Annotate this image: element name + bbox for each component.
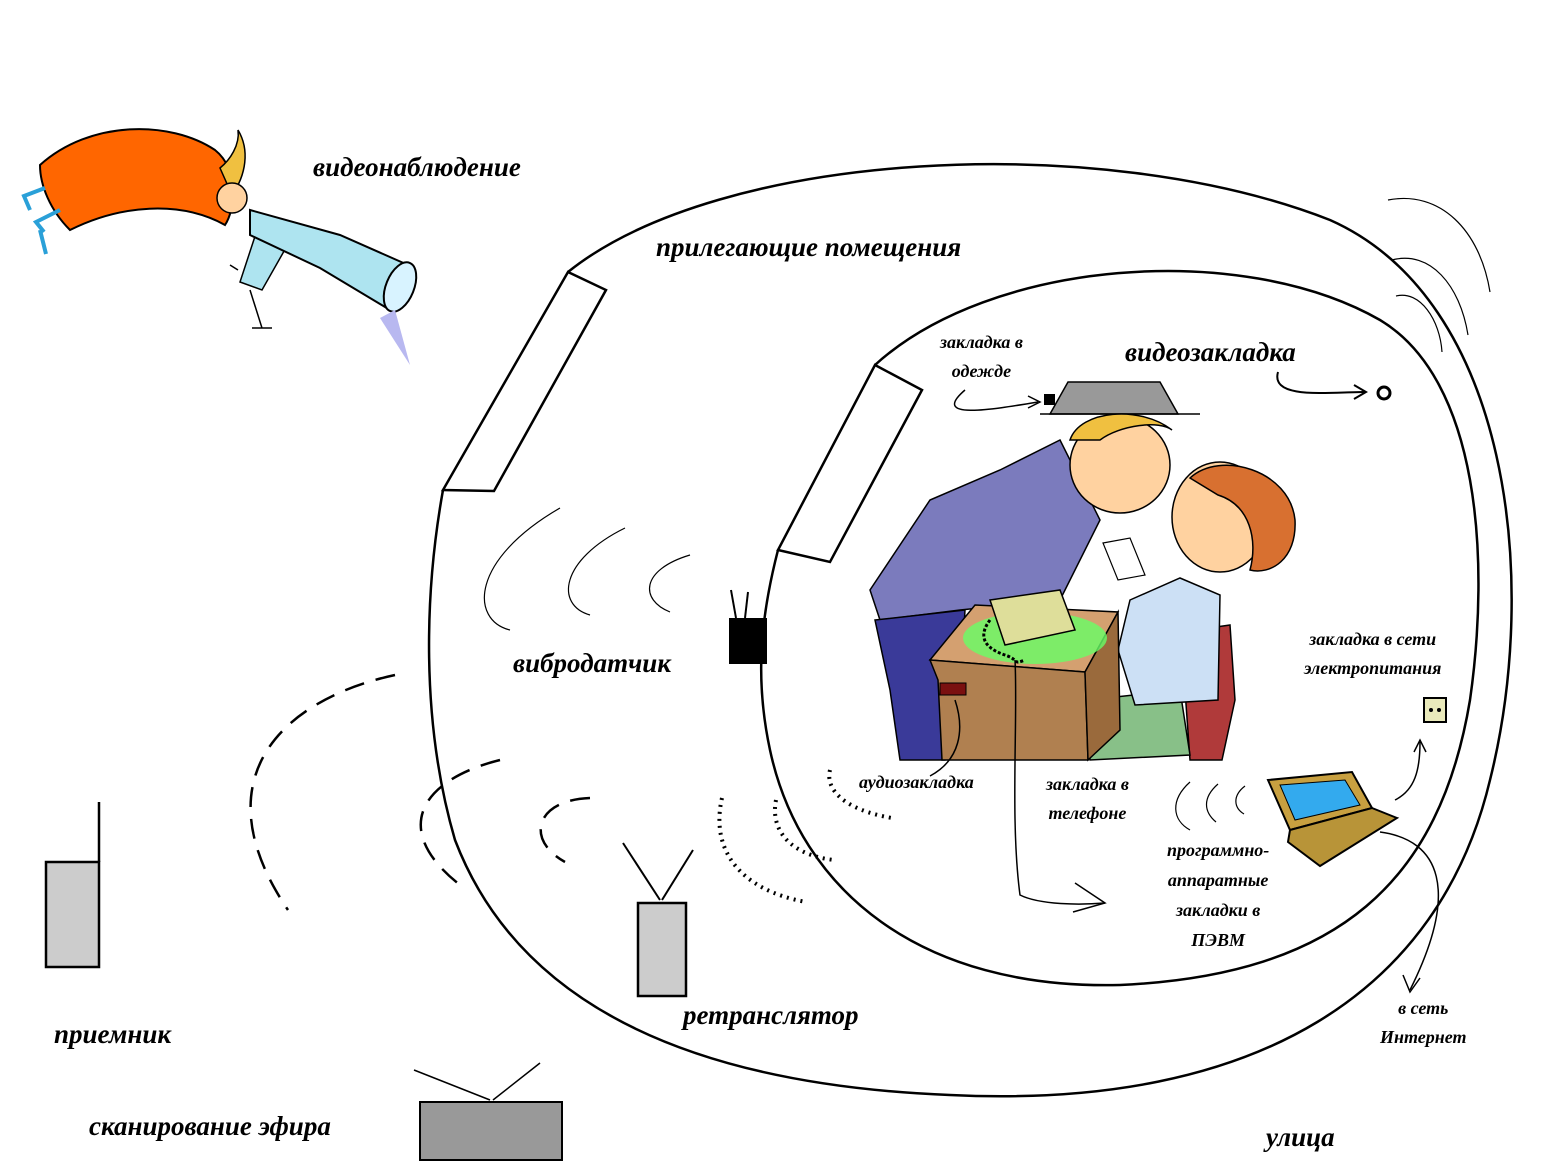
phone-bug-line — [1014, 659, 1106, 905]
spy-hair — [219, 129, 246, 197]
label-internet-line2: Интернет — [1380, 1027, 1467, 1047]
clothing-bug-arrowhead — [1027, 395, 1042, 409]
label-phone-bug-line2: телефоне — [1048, 803, 1127, 823]
power-outlet-hole-left — [1429, 708, 1433, 712]
label-pc-bug: программно- аппаратные закладки в ПЭВМ — [1167, 835, 1269, 955]
video-bug-arrow — [1276, 371, 1365, 395]
label-phone-bug-line1: закладка в — [1046, 774, 1129, 794]
inner-door — [776, 363, 924, 564]
laptop — [1266, 770, 1400, 868]
paper-note — [1102, 537, 1146, 581]
wave-tr-2 — [1391, 257, 1469, 336]
label-internet-line1: в сеть — [1398, 998, 1449, 1018]
vib-wave-3 — [648, 554, 691, 613]
power-outlet — [1423, 697, 1447, 723]
telescope-stand — [229, 264, 272, 329]
internet-arrowhead — [1402, 974, 1421, 994]
repeater-antenna-right — [661, 849, 694, 901]
power-bug-arrow — [1394, 741, 1421, 801]
adjacent-rooms-boundary — [427, 162, 1513, 1098]
label-video-bug: видеозакладка — [1125, 337, 1296, 367]
clothing-bug-marker — [1044, 394, 1055, 405]
label-street: улица — [1266, 1122, 1335, 1152]
desk-front — [928, 659, 1089, 761]
video-bug-lens — [1376, 385, 1392, 401]
label-phone-bug: закладка в телефоне — [1046, 770, 1129, 828]
vibration-sensor-device — [729, 618, 767, 664]
outer-door — [440, 270, 608, 493]
boy-shirt — [1117, 577, 1221, 706]
label-video-surveillance: видеонаблюдение — [313, 152, 521, 182]
dashed-wave-3 — [539, 796, 591, 864]
room-boundary — [759, 269, 1480, 987]
power-outlet-hole-right — [1437, 708, 1441, 712]
repeater-device — [636, 901, 688, 998]
desk-side — [1084, 609, 1121, 762]
desk-phone — [989, 589, 1077, 646]
receiver-device — [44, 860, 101, 969]
phone-cord — [982, 619, 1026, 664]
vib-wave-2 — [567, 527, 626, 616]
label-power-bug: закладка в сети электропитания — [1304, 625, 1441, 683]
video-bug-arrowhead — [1353, 384, 1368, 400]
dotted-wave-1 — [717, 797, 807, 904]
label-pc-bug-line3: закладки в — [1175, 900, 1261, 920]
phone-bug-arrowhead — [1072, 882, 1107, 913]
scanner-device — [419, 1101, 563, 1161]
dotted-wave-2 — [773, 799, 835, 862]
vib-wave-1 — [483, 507, 561, 631]
label-internet: в сеть Интернет — [1380, 994, 1467, 1052]
spy-coat — [38, 128, 235, 232]
man-shirt — [869, 438, 1101, 621]
label-audio-bug: аудиозакладка — [859, 772, 974, 792]
label-receiver: приемник — [54, 1019, 172, 1049]
label-clothing-bug-line2: одежде — [951, 361, 1012, 381]
label-adjacent-rooms: прилегающие помещения — [656, 232, 962, 262]
ceiling-lamp — [1048, 381, 1180, 415]
wave-tr-3 — [1395, 294, 1443, 353]
laptop-wave-2 — [1205, 783, 1219, 823]
vibration-sensor-antenna — [730, 589, 737, 619]
vibration-sensor-antenna-2 — [744, 591, 749, 619]
scanner-antenna-right — [492, 1062, 541, 1101]
clothing-bug-arrow — [953, 389, 1039, 411]
label-clothing-bug: закладка в одежде — [940, 328, 1023, 386]
label-power-bug-line2: электропитания — [1304, 658, 1442, 678]
audio-bug-device — [939, 682, 967, 696]
people-at-desk — [869, 413, 1296, 762]
label-pc-bug-line2: аппаратные — [1167, 870, 1269, 890]
laptop-wave-1 — [1175, 781, 1191, 831]
telescope-lens — [382, 261, 418, 313]
dashed-wave-2 — [419, 758, 501, 886]
label-pc-bug-line4: ПЭВМ — [1191, 930, 1246, 950]
power-bug-arrowhead — [1413, 738, 1427, 753]
spy-legs — [21, 186, 61, 255]
internet-arrow — [1379, 831, 1440, 991]
man-hair — [1068, 413, 1173, 441]
spy-with-telescope — [21, 128, 418, 365]
wave-tr-1 — [1387, 198, 1491, 293]
scanner-antenna-left — [413, 1069, 491, 1101]
audio-bug-arrow — [929, 699, 961, 777]
repeater-antenna-left — [622, 842, 661, 901]
spy-head — [216, 182, 248, 214]
boy-hair — [1188, 464, 1296, 572]
label-pc-bug-line1: программно- — [1167, 840, 1270, 860]
label-air-scanning: сканирование эфира — [89, 1111, 331, 1141]
telescope-beam — [380, 310, 410, 365]
laptop-base — [1286, 806, 1400, 868]
label-repeater: ретранслятор — [683, 1000, 859, 1030]
dashed-wave-1 — [249, 673, 396, 911]
label-clothing-bug-line1: закладка в — [940, 332, 1023, 352]
label-vibration-sensor: вибродатчик — [513, 648, 671, 678]
label-power-bug-line1: закладка в сети — [1309, 629, 1437, 649]
laptop-wave-3 — [1235, 785, 1246, 815]
laptop-screen — [1279, 779, 1361, 821]
